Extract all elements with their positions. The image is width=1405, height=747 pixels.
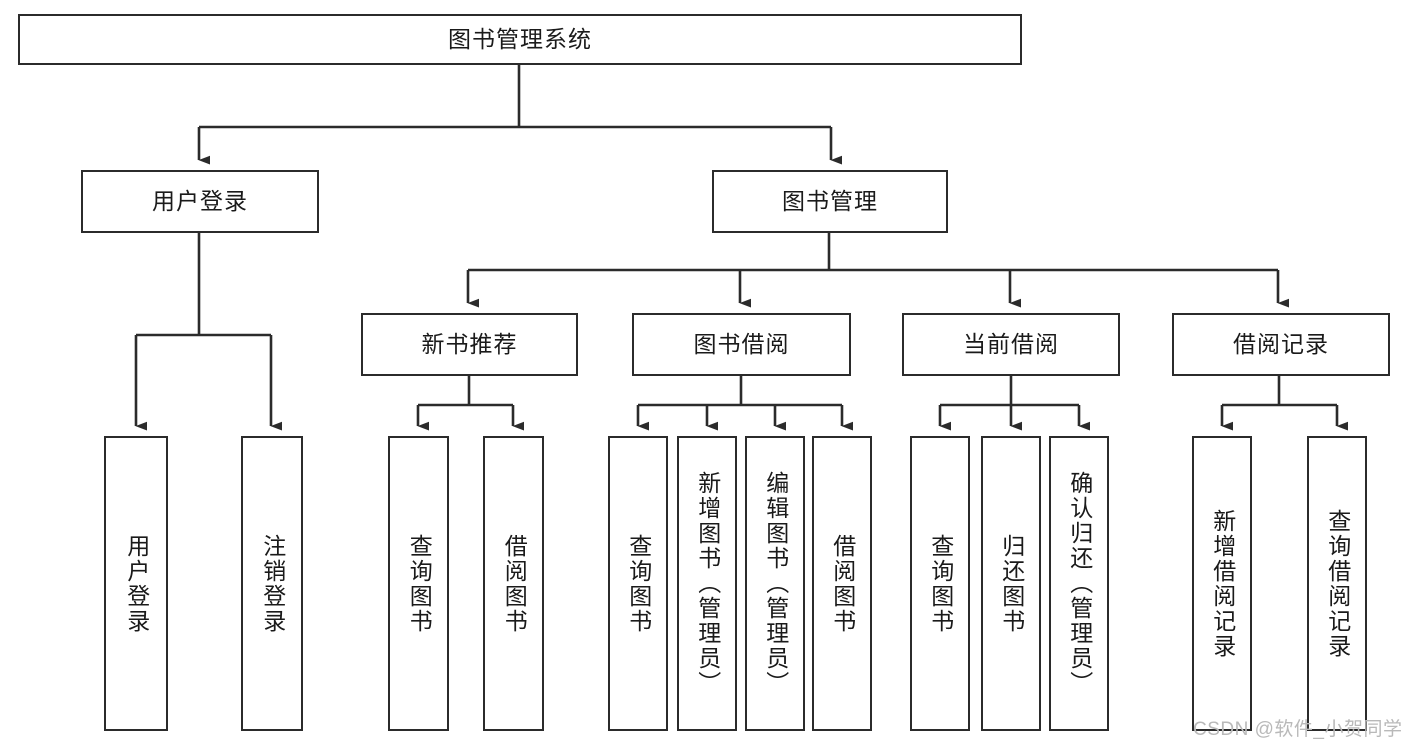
leaf-book-borrow-edit[interactable]: 编辑图书（管理员） [745,436,805,731]
node-label: 编辑图书（管理员） [762,471,789,696]
leaf-new-book-borrow[interactable]: 借阅图书 [483,436,544,731]
leaf-current-borrow-return[interactable]: 归还图书 [981,436,1041,731]
leaf-borrow-record-query[interactable]: 查询借阅记录 [1307,436,1367,731]
node-root-book-management-system[interactable]: 图书管理系统 [18,14,1022,65]
csdn-watermark: CSDN @软件_小贺同学 [1193,719,1403,740]
node-label: 新书推荐 [421,330,518,357]
node-label: 归还图书 [998,533,1025,634]
leaf-borrow-record-add[interactable]: 新增借阅记录 [1192,436,1252,731]
node-label: 查询图书 [927,533,954,634]
leaf-book-borrow-query[interactable]: 查询图书 [608,436,668,731]
node-label: 借阅图书 [501,533,528,634]
node-label: 注销登录 [259,533,286,634]
node-label: 借阅记录 [1233,330,1329,357]
node-user-login[interactable]: 用户登录 [81,170,319,233]
node-label: 借阅图书 [829,533,856,634]
node-label: 新增借阅记录 [1209,508,1236,659]
node-book-management[interactable]: 图书管理 [712,170,948,233]
node-label: 用户登录 [123,533,150,634]
leaf-new-book-query[interactable]: 查询图书 [388,436,449,731]
node-label: 图书管理系统 [448,25,592,52]
leaf-book-borrow-add[interactable]: 新增图书（管理员） [677,436,737,731]
node-borrow-record[interactable]: 借阅记录 [1172,313,1390,376]
node-label: 当前借阅 [963,330,1059,357]
node-label: 确认归还（管理员） [1066,471,1093,696]
leaf-user-login-login[interactable]: 用户登录 [104,436,168,731]
node-label: 用户登录 [152,187,248,214]
node-book-borrow[interactable]: 图书借阅 [632,313,851,376]
node-label: 查询图书 [625,533,652,634]
node-label: 图书借阅 [693,330,790,357]
node-label: 查询图书 [406,533,433,634]
node-label: 新增图书（管理员） [694,471,721,696]
node-label: 图书管理 [782,187,878,214]
leaf-current-borrow-query[interactable]: 查询图书 [910,436,970,731]
node-label: 查询借阅记录 [1324,508,1351,659]
node-current-borrow[interactable]: 当前借阅 [902,313,1120,376]
leaf-book-borrow-borrow[interactable]: 借阅图书 [812,436,872,731]
node-new-book-recommend[interactable]: 新书推荐 [361,313,578,376]
leaf-current-borrow-confirm-return[interactable]: 确认归还（管理员） [1049,436,1109,731]
leaf-user-login-logout[interactable]: 注销登录 [241,436,303,731]
